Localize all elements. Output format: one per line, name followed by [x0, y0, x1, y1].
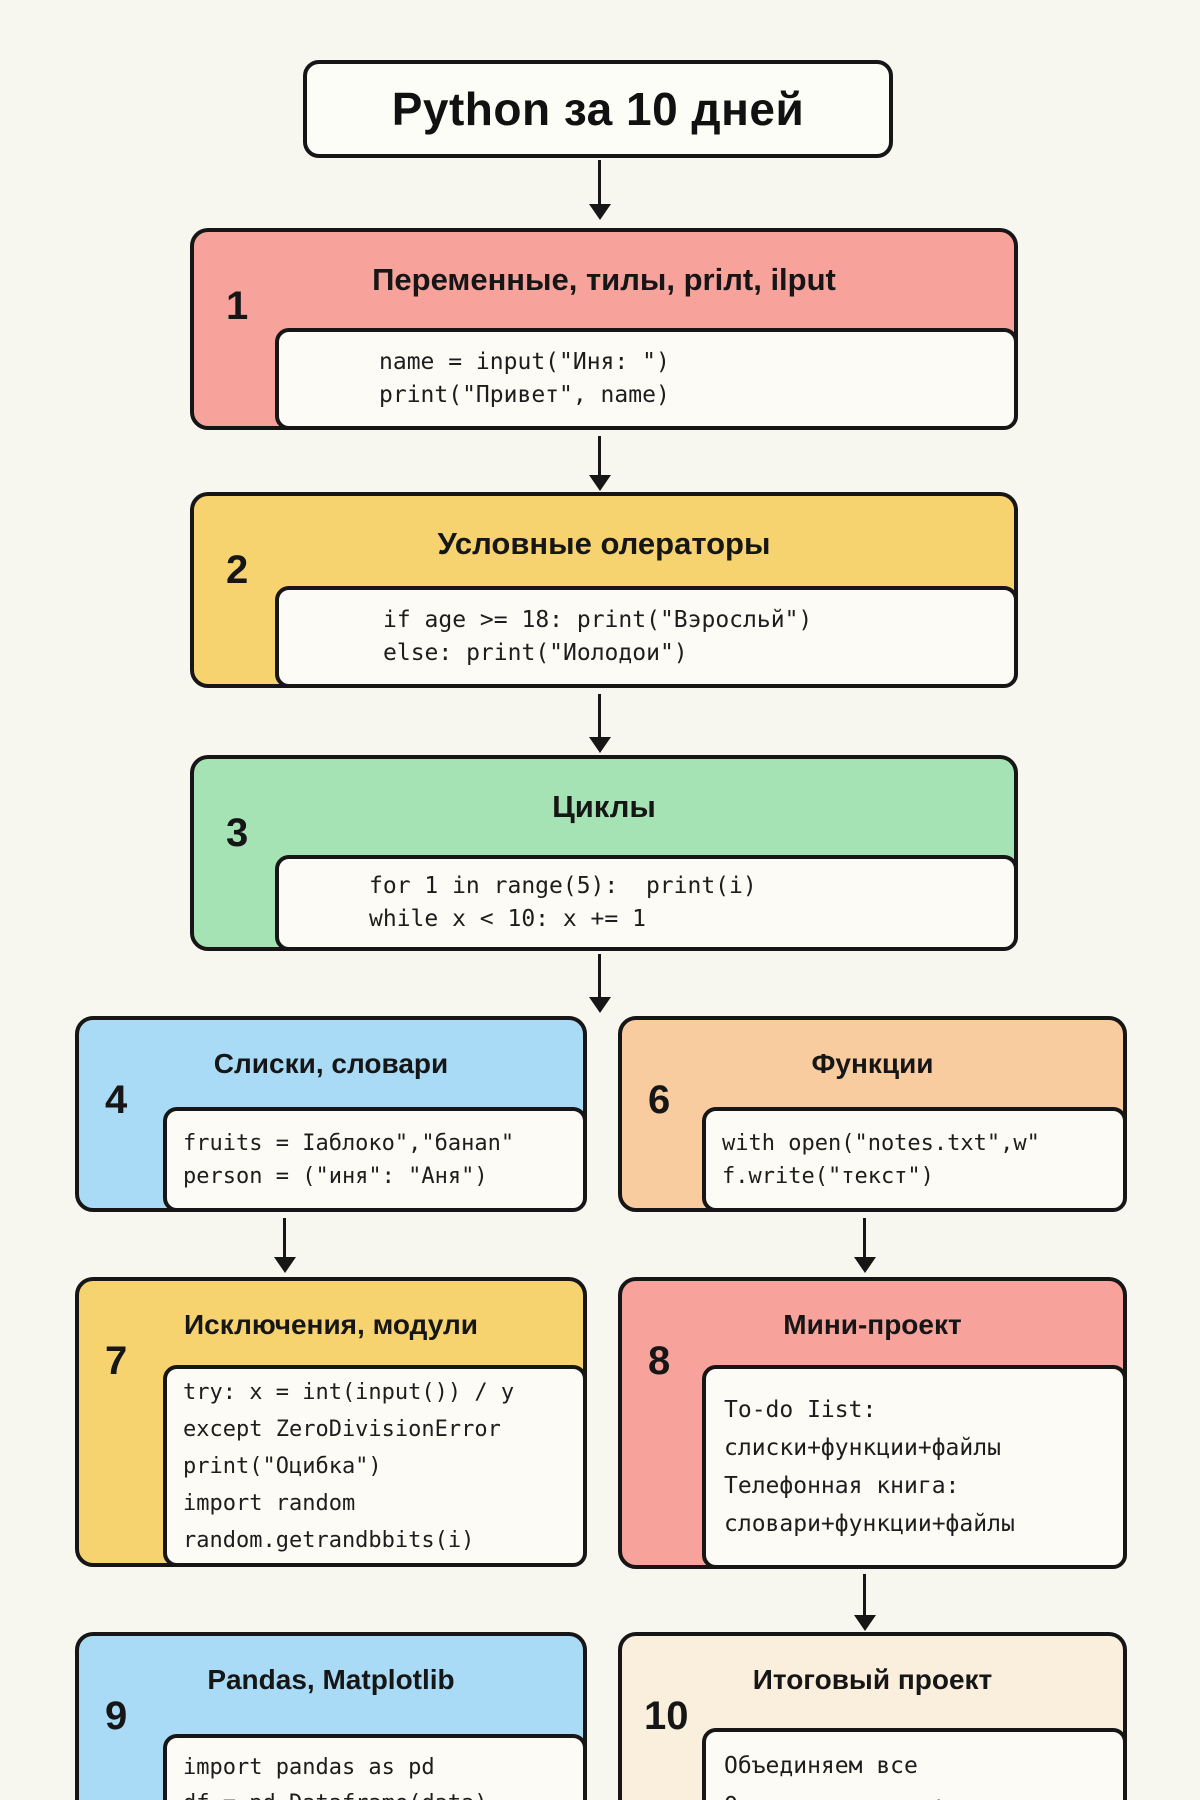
code-line: import random: [183, 1490, 356, 1516]
code-panel: if age >= 18: print("Вэросльй") else: pr…: [275, 586, 1018, 688]
code-line: with open("notes.txt",w": [722, 1130, 1040, 1156]
step-box-9: 9 Pandas, Matplotlib import pandas as pd…: [75, 1632, 587, 1800]
code-line: if age >= 18: print("Вэросльй"): [383, 607, 813, 633]
flow-arrow-step3-to-row4: [598, 954, 601, 998]
code-line: print("Привет", name): [379, 382, 670, 408]
code-line: Оимсник, цяклы + гмога: [724, 1786, 1123, 1800]
code-panel: To-do Iist: слиски+функции+файлы Телефон…: [702, 1365, 1127, 1569]
step-number: 3: [226, 811, 249, 855]
code-line: else: print("Иолодои"): [383, 640, 688, 666]
step-number: 2: [226, 548, 249, 592]
code-panel: with open("notes.txt",w" f.write("текст"…: [702, 1107, 1127, 1212]
code-line: словари+функции+файлы: [724, 1511, 1015, 1537]
flow-arrow-step4-to-step7: [283, 1218, 286, 1258]
flow-arrow-step2-to-step3: [598, 694, 601, 738]
code-line: f.write("текст"): [722, 1163, 934, 1189]
page-title-text: Python за 10 дней: [391, 83, 805, 135]
code-line: while x < 10: x += 1: [369, 906, 646, 932]
step-number: 1: [226, 284, 249, 328]
code-panel: for 1 in range(5): print(i) while x < 10…: [275, 855, 1018, 951]
step-number: 10: [644, 1694, 689, 1738]
step-title: Циклы: [552, 789, 656, 824]
step-title: Итоговый проект: [752, 1664, 993, 1695]
code-panel: try: x = int(input()) / y except ZeroDiv…: [163, 1365, 587, 1567]
step-number: 9: [105, 1694, 128, 1738]
code-line: Объединяем все: [724, 1753, 918, 1779]
step-number: 8: [648, 1339, 671, 1383]
step-box-1: 1 Переменные, тилы, prілt, іlput name = …: [190, 228, 1018, 430]
code-line: person = ("иня": "Аня"): [183, 1163, 488, 1189]
step-title: Исключения, модули: [184, 1309, 478, 1340]
code-line: except ZeroDivisionError: [183, 1416, 501, 1442]
step-box-8: 8 Мини-проект To-do Iist: слиски+функции…: [618, 1277, 1127, 1569]
code-line: Телефонная книга:: [724, 1473, 960, 1499]
code-panel: Объединяем все Оимсник, цяклы + гмога: [702, 1728, 1127, 1800]
step-box-10: 10 Итоговый проект Объединяем все Оимсни…: [618, 1632, 1127, 1800]
code-panel: name = input("Иня: ") print("Привет", na…: [275, 328, 1018, 430]
step-title: Pandas, Matplotlib: [207, 1664, 455, 1695]
flow-arrow-title-to-step1: [598, 160, 601, 205]
step-title: Переменные, тилы, prілt, іlput: [372, 262, 836, 297]
step-number: 7: [105, 1339, 128, 1383]
code-line: for 1 in range(5): print(i): [369, 873, 757, 899]
step-title: Мини-проект: [783, 1309, 962, 1340]
code-line: fruits = Iаблоко","банan": [183, 1130, 515, 1156]
code-line: try: x = int(input()) / y: [183, 1379, 515, 1405]
code-line: name = input("Иня: "): [379, 349, 670, 375]
step-number: 4: [105, 1078, 128, 1122]
step-title: Условные олераторы: [437, 526, 771, 561]
code-line: random.getrandbbits(i): [183, 1527, 475, 1553]
step-box-4: 4 Слиски, словари fruits = Iаблоко","бан…: [75, 1016, 587, 1212]
step-box-7: 7 Исключения, модули try: x = int(input(…: [75, 1277, 587, 1567]
step-box-6: 6 Функции with open("notes.txt",w" f.wri…: [618, 1016, 1127, 1212]
code-line: print("Оцибка"): [183, 1453, 382, 1479]
page-title: Python за 10 дней: [303, 60, 893, 158]
code-panel: import pandas as pd df = pd.Dataframe(da…: [163, 1734, 587, 1800]
flow-arrow-step1-to-step2: [598, 436, 601, 476]
code-line: df = pd.Dataframe(data): [183, 1786, 583, 1800]
code-line: import pandas as pd: [183, 1755, 435, 1780]
code-line: To-do Iist:: [724, 1397, 877, 1423]
step-title: Слиски, словари: [213, 1048, 449, 1079]
step-title: Функции: [811, 1048, 934, 1079]
step-number: 6: [648, 1078, 671, 1122]
step-box-3: 3 Циклы for 1 in range(5): print(i) whil…: [190, 755, 1018, 951]
step-box-2: 2 Условные олераторы if age >= 18: print…: [190, 492, 1018, 688]
code-panel: fruits = Iаблоко","банan" person = ("иня…: [163, 1107, 587, 1212]
flow-arrow-step8-to-step10: [863, 1574, 866, 1616]
code-line: слиски+функции+файлы: [724, 1435, 1001, 1461]
flow-arrow-step6-to-step8: [863, 1218, 866, 1258]
